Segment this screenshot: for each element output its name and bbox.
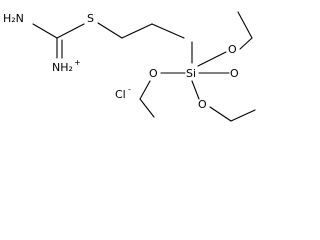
bond-oxygen-left-ethyl <box>139 80 151 100</box>
bond-silicon-oxygen-bottom <box>191 80 200 100</box>
bond-ethyl-top-right <box>237 11 253 39</box>
structure-canvas: H₂N NH₂ + S Si O O O O Cl - <box>3 11 256 122</box>
oxygen-left-label: O <box>149 67 158 80</box>
bond-amine-carbon <box>32 23 58 39</box>
bond-sulfur-ch2-a <box>97 22 123 39</box>
bond-ch2-b-ch2-c <box>151 23 185 39</box>
bond-carbon-sulfur <box>56 23 85 39</box>
bond-ethyl-left <box>139 98 155 118</box>
bond-ch2-a-ch2-b <box>121 23 153 39</box>
chloride-label: Cl <box>115 88 126 101</box>
oxygen-right-label: O <box>230 67 239 80</box>
chloride-charge: - <box>128 85 131 94</box>
oxygen-top-right-label: O <box>228 43 237 56</box>
bond-oxygen-top-right-ethyl <box>239 37 253 50</box>
sulfur-label: S <box>87 12 94 25</box>
iminium-label: NH₂ <box>52 61 73 74</box>
silicon-label: Si <box>186 67 196 80</box>
bond-ethyl-bottom <box>230 109 256 122</box>
molecule-diagram: H₂N NH₂ + S Si O O O O Cl - <box>3 11 256 122</box>
bond-silicon-oxygen-top-right <box>197 51 227 67</box>
oxygen-bottom-label: O <box>198 98 207 111</box>
amine-label: H₂N <box>3 12 24 25</box>
bond-oxygen-bottom-ethyl <box>209 106 232 122</box>
iminium-charge: + <box>74 58 81 67</box>
